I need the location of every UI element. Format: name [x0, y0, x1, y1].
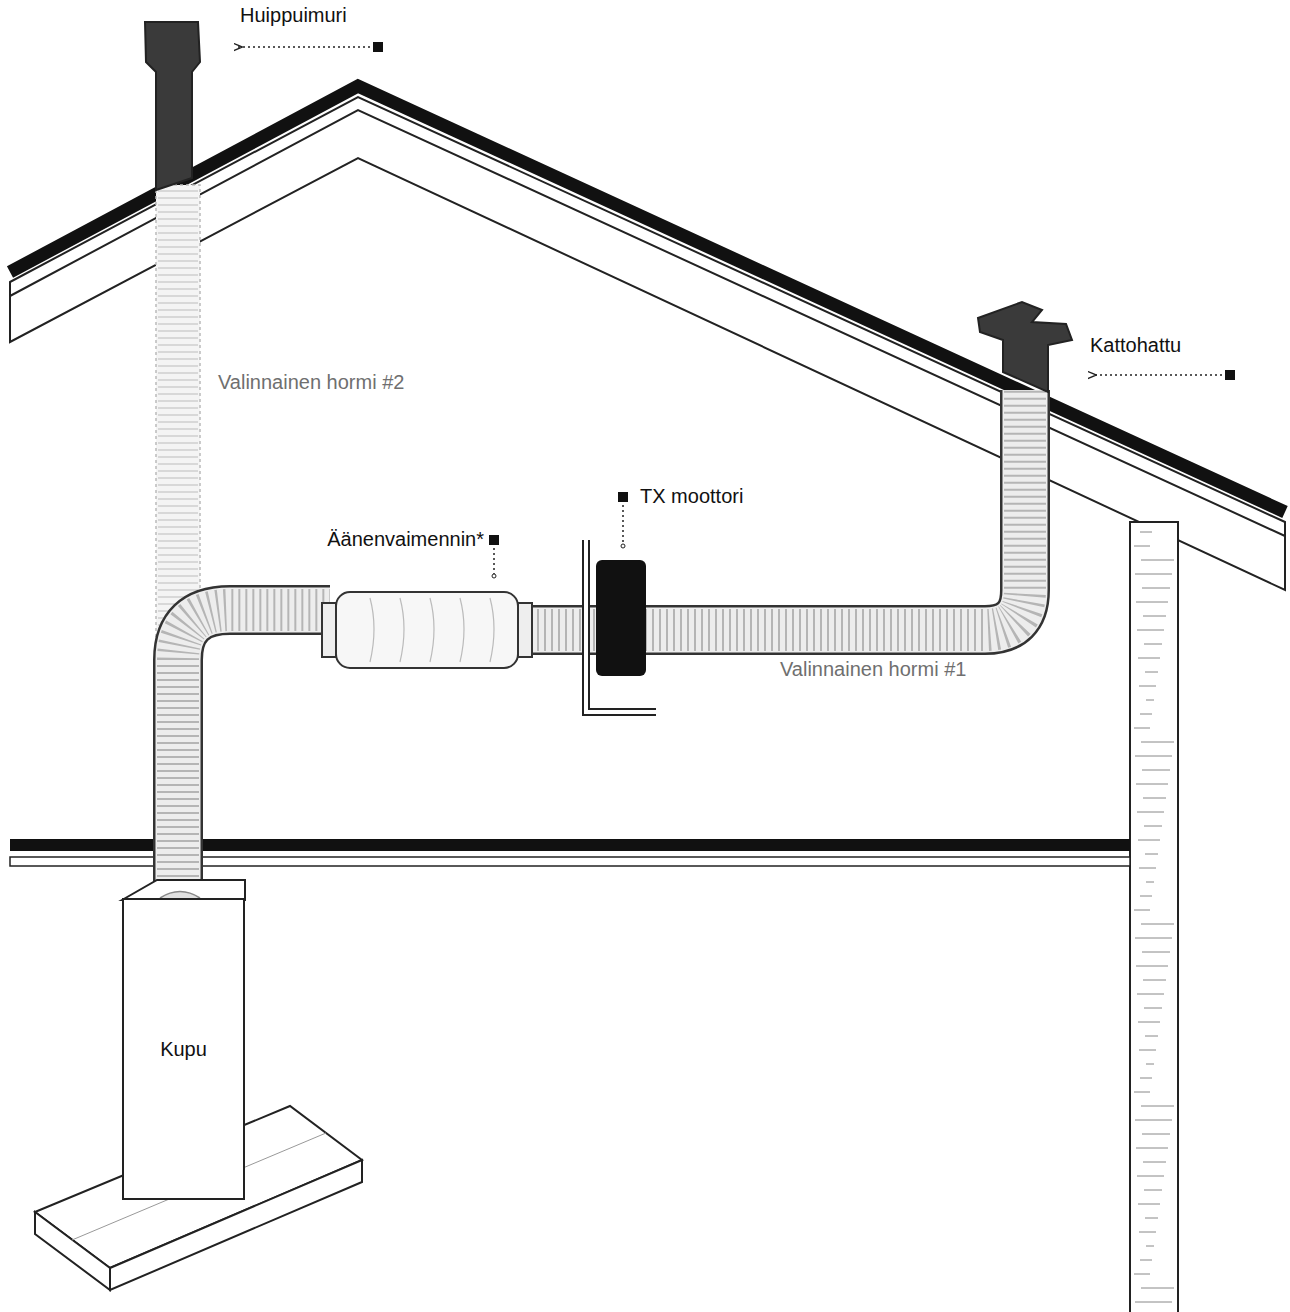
outer-wall [1130, 522, 1178, 1312]
hood-box: Kupu [122, 898, 245, 1200]
wall-grain [1134, 1092, 1150, 1093]
wall-grain [1140, 1078, 1152, 1079]
hood-top [122, 880, 245, 900]
wall-grain [1146, 1246, 1154, 1247]
wall-grain [1145, 1036, 1158, 1037]
wall-grain [1138, 840, 1160, 841]
wall-grain [1144, 1008, 1162, 1009]
wall-grain [1146, 882, 1154, 883]
wall-grain [1136, 1148, 1168, 1149]
silencer [336, 592, 518, 668]
roof-cap [978, 302, 1072, 392]
part-label: TX moottori [640, 485, 743, 508]
wall-grain [1138, 1022, 1160, 1023]
wall-grain [1143, 616, 1166, 617]
wall-grain [1143, 1162, 1166, 1163]
wall-grain [1134, 546, 1150, 547]
part-label: Äänenvaimennin* [327, 528, 484, 551]
roof-covering [10, 86, 1285, 512]
wall-grain [1145, 854, 1158, 855]
wall-grain [1140, 1260, 1152, 1261]
wall-grain [1139, 1050, 1156, 1051]
wall-grain [1145, 672, 1158, 673]
wall-grain [1137, 1176, 1164, 1177]
wall-grain [1136, 966, 1168, 967]
wall-grain [1144, 1190, 1162, 1191]
part-label: Huippuimuri [240, 4, 347, 27]
duct-outline [178, 390, 1025, 905]
flexible-duct [178, 390, 1025, 905]
wall-grain [1136, 602, 1168, 603]
wall-grain [1138, 1204, 1160, 1205]
silencer-collar [322, 603, 336, 657]
silencer-collar [518, 603, 532, 657]
wall-grain [1144, 826, 1162, 827]
flue-ribs [158, 190, 198, 650]
wall-grain [1143, 798, 1166, 799]
wall-texture [1134, 532, 1174, 1302]
wall-grain [1145, 1218, 1158, 1219]
wall-grain [1146, 1064, 1154, 1065]
tx-motor [596, 560, 646, 676]
hob-slab-side [35, 1212, 110, 1290]
wall-grain [1142, 1134, 1170, 1135]
wall-grain [1142, 952, 1170, 953]
wall-grain [1135, 1120, 1172, 1121]
wall-grain [1141, 742, 1174, 743]
wall-grain [1140, 714, 1152, 715]
wall-grain [1137, 812, 1164, 813]
wall-grain [1142, 588, 1170, 589]
wall-grain [1134, 728, 1150, 729]
flue-label: Valinnainen hormi #1 [780, 658, 966, 681]
wall-grain [1139, 686, 1156, 687]
wall-grain [1138, 658, 1160, 659]
wall-grain [1144, 644, 1162, 645]
wall-grain [1146, 700, 1154, 701]
wall-grain [1139, 868, 1156, 869]
wall-grain [1134, 1274, 1150, 1275]
flue-label: Valinnainen hormi #2 [218, 371, 404, 394]
wall-grain [1142, 770, 1170, 771]
wall-grain [1135, 1302, 1172, 1303]
wall-grain [1140, 896, 1152, 897]
part-label: Kattohattu [1090, 334, 1181, 357]
duct-ribs [178, 390, 1025, 905]
node-label: Kupu [160, 1038, 207, 1061]
wall-grain [1143, 980, 1166, 981]
wall-grain [1141, 1106, 1174, 1107]
wall-grain [1141, 1288, 1174, 1289]
wall-grain [1136, 784, 1168, 785]
callout-leaders [238, 42, 1235, 578]
optional-flue-2 [156, 185, 200, 655]
wall-grain [1140, 532, 1152, 533]
mounting-bracket [586, 540, 656, 712]
wall-grain [1135, 756, 1172, 757]
wall-grain [1135, 574, 1172, 575]
wall-grain [1135, 938, 1172, 939]
roof-fan [145, 22, 200, 190]
wall-grain [1141, 560, 1174, 561]
wall-grain [1141, 924, 1174, 925]
wall-grain [1137, 994, 1164, 995]
wall-grain [1139, 1232, 1156, 1233]
silencer-lines [370, 598, 494, 662]
mounting-bracket-inner [586, 540, 656, 712]
wall-grain [1137, 630, 1164, 631]
wall-grain [1134, 910, 1150, 911]
